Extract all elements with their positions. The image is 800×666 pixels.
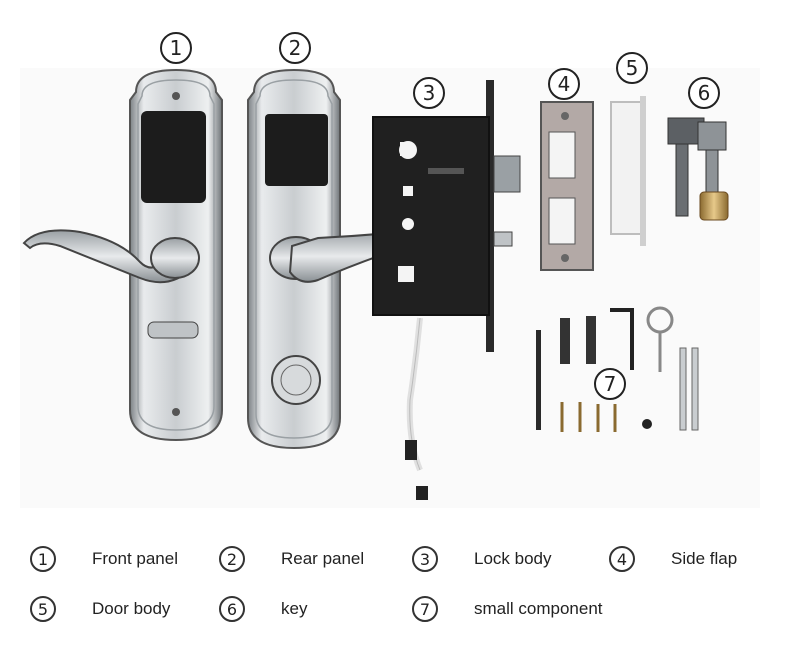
legend-label: Lock body [474, 549, 552, 568]
legend-item-small-component: 7 small component [412, 596, 603, 622]
legend-number: 5 [30, 596, 56, 622]
legend-label: Door body [92, 599, 171, 618]
callout-5: 5 [616, 52, 648, 84]
legend-item-lock-body: 3 Lock body [412, 546, 552, 572]
callout-4: 4 [548, 68, 580, 100]
legend-item-side-flap: 4 Side flap [609, 546, 737, 572]
legend-number: 4 [609, 546, 635, 572]
legend-label: Front panel [92, 549, 178, 568]
keypad-window [265, 114, 328, 186]
side-flap [540, 101, 594, 271]
small-components [536, 306, 699, 432]
legend-label: key [281, 599, 308, 618]
privacy-thumbturn [147, 321, 199, 339]
svg-text:7: 7 [604, 372, 617, 396]
legend-item-rear-panel: 2 Rear panel [219, 546, 364, 572]
legend-label: Side flap [671, 549, 738, 568]
key [667, 117, 729, 221]
parts-legend: 1 Front panel 2 Rear panel 3 Lock body 4… [0, 520, 800, 666]
legend-item-front-panel: 1 Front panel [30, 546, 178, 572]
legend-number: 6 [219, 596, 245, 622]
exploded-parts-diagram: 1 2 3 4 5 6 7 [22, 32, 729, 500]
legend-number: 2 [219, 546, 245, 572]
legend-label: small component [474, 599, 603, 618]
key-cylinder [271, 355, 321, 405]
svg-text:2: 2 [289, 36, 302, 60]
callout-7: 7 [594, 368, 626, 400]
legend-item-key: 6 key [219, 596, 307, 622]
legend-item-door-body: 5 Door body [30, 596, 170, 622]
legend-number: 3 [412, 546, 438, 572]
callout-1: 1 [160, 32, 192, 64]
front-lever-handle [22, 229, 200, 284]
callout-3: 3 [413, 77, 445, 109]
svg-text:5: 5 [626, 56, 639, 80]
card-reader [141, 111, 206, 203]
svg-text:4: 4 [558, 72, 571, 96]
lock-body [372, 80, 521, 500]
legend-number: 1 [30, 546, 56, 572]
legend-number: 7 [412, 596, 438, 622]
svg-text:6: 6 [698, 81, 711, 105]
legend-label: Rear panel [281, 549, 365, 568]
parts-illustration: 1 2 3 4 5 6 7 [22, 32, 729, 500]
svg-text:3: 3 [423, 81, 436, 105]
svg-text:1: 1 [170, 36, 183, 60]
door-body [610, 96, 646, 246]
callout-2: 2 [279, 32, 311, 64]
callout-6: 6 [688, 77, 720, 109]
